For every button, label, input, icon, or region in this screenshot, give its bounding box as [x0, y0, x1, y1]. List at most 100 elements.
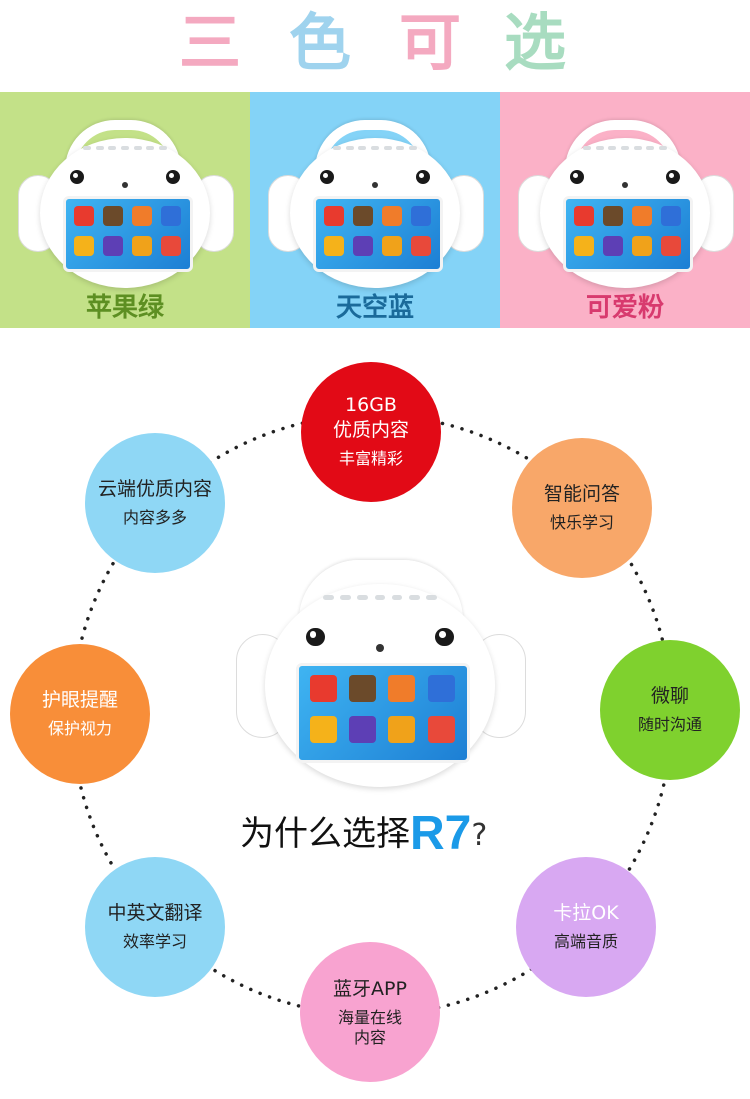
- speaker-dot: [95, 146, 104, 150]
- speaker-dot: [658, 146, 667, 150]
- robot-speaker-dots: [333, 146, 417, 150]
- feature-title: 卡拉OK: [553, 901, 619, 924]
- feature-title: 蓝牙APP: [333, 977, 407, 1000]
- app-icon: [161, 206, 181, 226]
- app-icon: [324, 236, 344, 256]
- variant-label: 可爱粉: [585, 293, 664, 323]
- speaker-dot: [374, 595, 386, 601]
- speaker-dot: [158, 146, 167, 150]
- speaker-dot: [425, 595, 437, 601]
- app-icon: [132, 206, 152, 226]
- app-icon: [411, 236, 431, 256]
- app-icon: [310, 675, 338, 703]
- robot-right-eye: [435, 627, 455, 647]
- robot-speaker-dots: [583, 146, 667, 150]
- feature-title: 智能问答: [543, 482, 620, 505]
- speaker-dot: [583, 146, 591, 150]
- speaker-dot: [396, 146, 405, 150]
- feature-subtitle: 丰富精彩: [338, 449, 403, 468]
- feature-subtitle: 快乐学习: [549, 512, 614, 532]
- speaker-dot: [358, 146, 367, 150]
- speaker-dot: [345, 146, 354, 150]
- speaker-dot: [646, 146, 655, 150]
- title-char-3: 可: [390, 8, 470, 78]
- variant-panel-green[interactable]: 苹果绿: [0, 92, 250, 328]
- feature-title: 中英文翻译: [107, 901, 203, 924]
- model-name: R7: [410, 807, 472, 860]
- feature-title: 护眼提醒: [41, 688, 118, 711]
- robot-left-eye: [305, 627, 325, 647]
- feature-qa: 智能问答 快乐学习: [512, 438, 652, 578]
- question-mark: ?: [471, 818, 488, 853]
- feature-title: 微聊: [650, 684, 689, 707]
- app-icon: [74, 206, 94, 226]
- feature-subtitle: 内容多多: [122, 507, 187, 527]
- feature-subtitle: 保护视力: [47, 718, 112, 738]
- robot-nose: [372, 182, 378, 188]
- app-icon: [427, 675, 455, 703]
- app-icon: [388, 715, 416, 743]
- robot-screen: [313, 196, 443, 272]
- feature-karaoke: 卡拉OK 高端音质: [516, 857, 656, 997]
- robot-product-image: [500, 92, 750, 288]
- speaker-dot: [383, 146, 392, 150]
- robot-left-eye: [320, 170, 334, 184]
- color-variant-panels: 苹果绿 天空蓝 可爱粉: [0, 92, 750, 328]
- variant-panel-pink[interactable]: 可爱粉: [500, 92, 750, 328]
- title-char-4: 选: [495, 8, 575, 78]
- speaker-dot: [357, 595, 369, 601]
- app-icon: [161, 236, 181, 256]
- robot-right-eye: [166, 170, 180, 184]
- app-icon: [661, 236, 681, 256]
- speaker-dot: [120, 146, 129, 150]
- app-icon: [353, 236, 373, 256]
- app-icon: [310, 715, 338, 743]
- feature-eye-care: 护眼提醒 保护视力: [10, 644, 150, 784]
- feature-subtitle: 随时沟通: [637, 714, 702, 734]
- app-icon: [603, 236, 623, 256]
- color-options-title: 三 色 可 选: [0, 0, 750, 92]
- why-choose-heading: 为什么选择R7?: [240, 806, 540, 861]
- feature-translate: 中英文翻译 效率学习: [85, 857, 225, 997]
- robot-screen: [63, 196, 193, 272]
- robot-nose: [622, 182, 628, 188]
- app-icon: [132, 236, 152, 256]
- variant-label: 苹果绿: [85, 293, 164, 323]
- app-icon: [382, 236, 402, 256]
- speaker-dot: [340, 595, 352, 601]
- robot-product-image: [0, 92, 250, 288]
- app-icon: [349, 675, 377, 703]
- app-icon: [349, 715, 377, 743]
- robot-screen: [563, 196, 693, 272]
- robot-right-eye: [666, 170, 680, 184]
- app-icon: [603, 206, 623, 226]
- speaker-dot: [133, 146, 142, 150]
- speaker-dot: [108, 146, 117, 150]
- speaker-dot: [408, 595, 420, 601]
- robot-speaker-dots: [83, 146, 167, 150]
- speaker-dot: [408, 146, 417, 150]
- speaker-dot: [620, 146, 629, 150]
- robot-nose: [375, 643, 385, 652]
- app-icon: [103, 236, 123, 256]
- speaker-dot: [391, 595, 403, 601]
- app-icon: [411, 206, 431, 226]
- title-char-1: 三: [170, 8, 250, 78]
- app-icon: [574, 206, 594, 226]
- feature-bluetooth: 蓝牙APP 海量在线 内容: [300, 942, 440, 1082]
- title-char-2: 色: [280, 8, 360, 78]
- speaker-dot: [633, 146, 642, 150]
- why-prefix: 为什么选择: [240, 814, 410, 854]
- robot-product-image: [250, 92, 500, 288]
- app-icon: [324, 206, 344, 226]
- variant-panel-blue[interactable]: 天空蓝: [250, 92, 500, 328]
- robot-nose: [122, 182, 128, 188]
- robot-screen: [296, 662, 470, 764]
- app-icon: [632, 236, 652, 256]
- feature-title: 云端优质内容: [97, 477, 212, 500]
- speaker-dot: [333, 146, 341, 150]
- speaker-dot: [370, 146, 379, 150]
- speaker-dot: [323, 595, 335, 601]
- robot-left-eye: [70, 170, 84, 184]
- app-icon: [388, 675, 416, 703]
